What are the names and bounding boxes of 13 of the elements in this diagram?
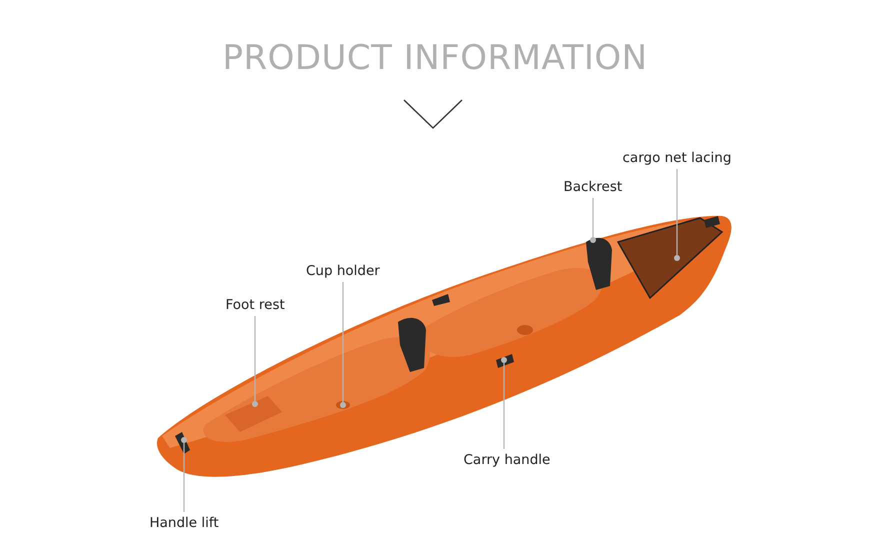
callout-label: cargo net lacing bbox=[622, 149, 732, 167]
callout-label: Cup holder bbox=[306, 262, 380, 280]
leader-line bbox=[252, 316, 258, 407]
leader-line bbox=[590, 198, 596, 243]
leader-line bbox=[181, 437, 187, 512]
leader-line bbox=[501, 357, 507, 449]
callout-label: Foot rest bbox=[226, 296, 285, 314]
callout-label: Backrest bbox=[564, 178, 622, 196]
leader-line bbox=[340, 282, 346, 408]
callout-label: Carry handle bbox=[464, 451, 550, 469]
title: PRODUCT INFORMATION bbox=[221, 38, 649, 78]
callout-label: Handle lift bbox=[150, 514, 219, 532]
leader-line bbox=[674, 169, 680, 261]
